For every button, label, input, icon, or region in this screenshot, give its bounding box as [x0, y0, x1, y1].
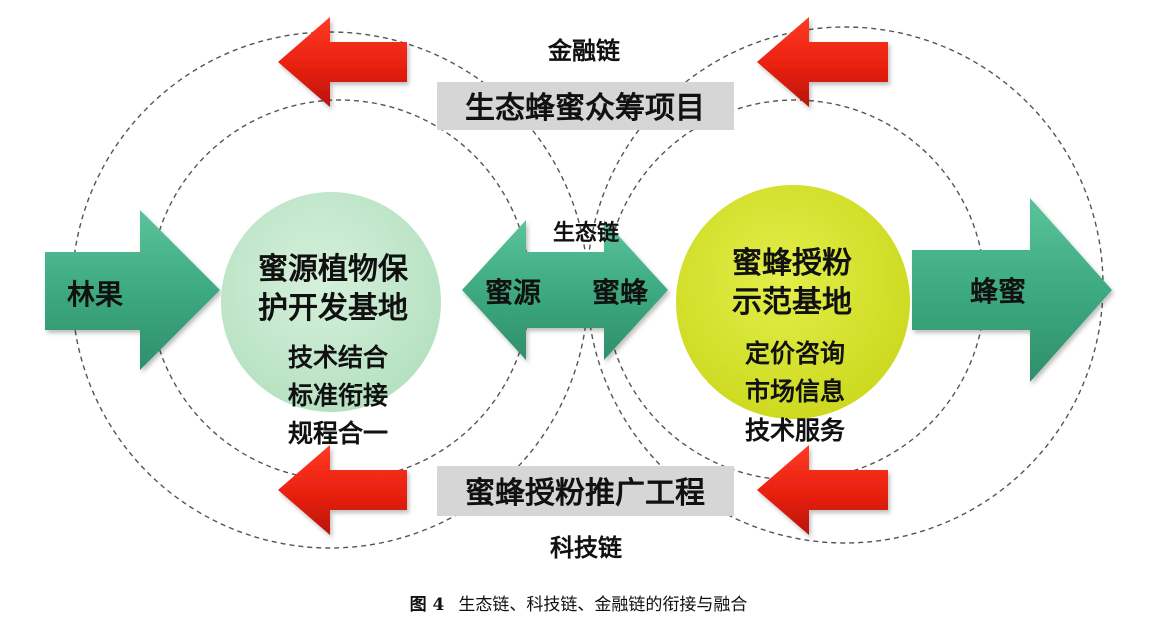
ecology-chain-label: 生态链 [553, 220, 619, 246]
bees-flow-label: 蜜蜂 [592, 276, 649, 309]
figure-caption: 图 4 生态链、科技链、金融链的衔接与融合 [0, 590, 1157, 615]
left-hub-note: 标准衔接 [288, 381, 388, 410]
right-hub-note: 市场信息 [745, 377, 845, 406]
red-arrow-bottom-right [757, 445, 888, 535]
pollination-label-box [437, 466, 734, 516]
figure-caption-text: 生态链、科技链、金融链的衔接与融合 [458, 595, 748, 615]
right-hub-title-line2: 示范基地 [732, 285, 852, 320]
right-hub-note: 技术服务 [745, 416, 845, 445]
input-flow-label: 林果 [67, 278, 123, 311]
crowdfunding-project-label: 生态蜂蜜众筹项目 [465, 91, 705, 126]
figure-number: 图 4 [409, 595, 445, 615]
finance-chain-label: 金融链 [547, 36, 621, 65]
red-arrow-top-right [757, 17, 888, 107]
output-flow-label: 蜂蜜 [970, 275, 1026, 308]
red-arrow-top-left [278, 17, 407, 107]
right-hub-title-line1: 蜜蜂授粉 [732, 246, 852, 281]
center-double-arrow [462, 220, 668, 360]
right-hub-circle [676, 185, 910, 419]
left-hub-note: 技术结合 [288, 343, 389, 372]
pollination-project-label: 蜜蜂授粉推广工程 [465, 476, 705, 511]
crowdfunding-label-box [437, 82, 734, 130]
output-arrow [912, 198, 1112, 382]
left-hub-title-line2: 护开发基地 [258, 291, 408, 326]
red-arrow-bottom-left [278, 445, 407, 535]
left-hub-title-line1: 蜜源植物保 [258, 252, 409, 287]
left-hub-note: 规程合一 [288, 419, 388, 448]
technology-chain-label: 科技链 [550, 533, 623, 562]
right-hub-note: 定价咨询 [745, 339, 845, 368]
left-hub-circle [221, 192, 441, 412]
input-arrow [45, 210, 220, 370]
nectar-source-flow-label: 蜜源 [485, 276, 541, 309]
red-arrows [278, 17, 888, 535]
